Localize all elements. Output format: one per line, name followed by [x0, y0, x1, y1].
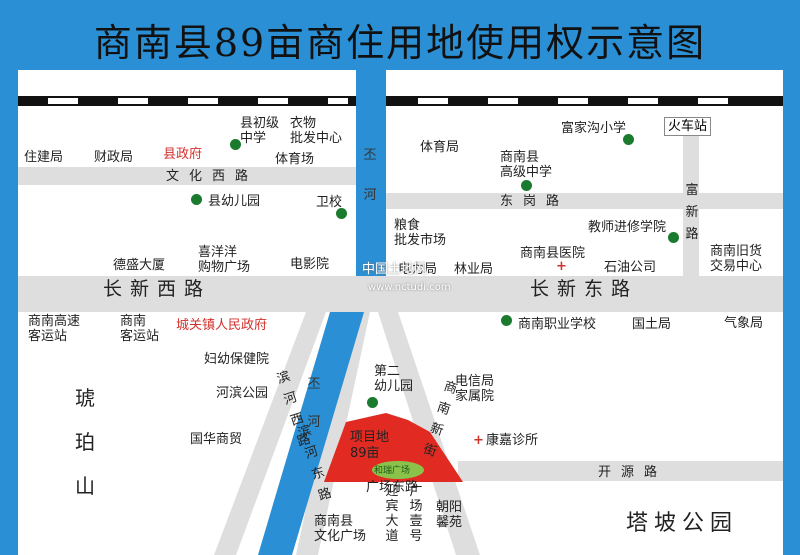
- place-chaoyang: 朝阳 馨苑: [436, 500, 463, 530]
- place-shiyou: 石油公司: [604, 260, 657, 275]
- teacher-college-marker: [668, 232, 679, 243]
- place-guohua: 国华商贸: [190, 432, 243, 447]
- place-hebin: 河滨公园: [216, 386, 269, 401]
- place-dianliju: 电力局: [398, 262, 438, 277]
- road-wenhua-xi: [18, 167, 356, 185]
- project-site: [324, 413, 463, 482]
- clinic-cross-icon: +: [473, 433, 484, 448]
- plaza-label: 和瑞广场: [374, 466, 411, 476]
- school-marker: [230, 139, 241, 150]
- place-caizhengju: 财政局: [94, 150, 134, 165]
- road-donggang: [386, 193, 783, 209]
- river-label-lower: 丕河: [307, 377, 321, 430]
- place-jiuhuo: 商南旧货 交易中心: [710, 244, 763, 274]
- road-label-guangchang-dong: 广场东路: [366, 480, 419, 495]
- health-school-marker: [336, 208, 347, 219]
- place-chengguan: 城关镇人民政府: [176, 318, 268, 333]
- place-youeryuan: 县幼儿园: [208, 194, 261, 209]
- road-binhe-xi: [214, 312, 326, 555]
- road-label-changxin-dong: 长新东路: [530, 278, 639, 300]
- place-wenhua-gc: 商南县 文化广场: [314, 514, 367, 544]
- frame-left: [0, 70, 18, 555]
- place-gaojizhong: 商南县 高级中学: [500, 150, 553, 180]
- frame-right: [783, 70, 800, 555]
- map-title: 商南县89亩商住用地使用权示意图: [93, 21, 707, 65]
- place-jiaoshi: 教师进修学院: [588, 220, 667, 235]
- place-liangshi: 粮食 批发市场: [394, 218, 447, 248]
- kindergarten-marker: [191, 194, 202, 205]
- place-weixiao: 卫校: [316, 195, 343, 210]
- road-label-guangchang-yi: 广场壹号: [409, 484, 423, 544]
- place-dier: 第二 幼儿园: [374, 364, 414, 394]
- road-changxin: [18, 276, 783, 312]
- place-keyunzhan: 商南 客运站: [120, 314, 160, 344]
- place-gaosu: 商南高速 客运站: [28, 314, 81, 344]
- place-tapo: 塔坡公园: [626, 511, 739, 536]
- map-canvas: + + 文化西路 东岗路 长新西路 长新东路 开源路 广场东路 滨河西路 滨河东…: [18, 70, 783, 555]
- place-kangjia: 康嘉诊所: [486, 433, 539, 448]
- place-dianyingyuan: 电影院: [290, 257, 330, 272]
- title-bar: 商南县89亩商住用地使用权示意图: [0, 0, 800, 70]
- place-linyeju: 林业局: [454, 262, 494, 277]
- place-hupo: 琥 珀 山: [75, 386, 95, 498]
- railway: [18, 96, 783, 106]
- railway-ties: [48, 98, 728, 104]
- place-qixiang: 气象局: [724, 316, 764, 331]
- road-label-donggang: 东岗路: [500, 194, 570, 209]
- map-graphics: [18, 70, 783, 555]
- vocational-marker: [501, 315, 512, 326]
- place-guotu: 国土局: [632, 317, 672, 332]
- plaza-shape: [372, 461, 424, 479]
- watermark-name: 中国土地网: [362, 262, 428, 277]
- place-dianxin: 电信局 家属院: [455, 374, 495, 404]
- place-xianzhengfu: 县政府: [163, 147, 203, 162]
- highschool-marker: [521, 180, 532, 191]
- place-tiyuchang: 体育场: [275, 152, 315, 167]
- place-yiyuan: 商南县医院: [520, 246, 586, 261]
- place-yiwu: 衣物 批发中心: [290, 116, 343, 146]
- place-xiyangyang: 喜洋洋 购物广场: [198, 245, 251, 275]
- kindergarten-2-marker: [367, 397, 378, 408]
- place-zhujianju: 住建局: [24, 150, 64, 165]
- place-fujiagou: 富家沟小学: [561, 121, 627, 136]
- place-huochezhan: 火车站: [664, 117, 712, 136]
- road-fuxin: [683, 136, 699, 276]
- road-kaiyuan: [458, 461, 783, 481]
- road-label-kaiyuan: 开源路: [598, 465, 668, 480]
- road-label-wenhua-xi: 文化西路: [166, 169, 259, 184]
- place-tiyuju: 体育局: [420, 140, 460, 155]
- road-label-fuxin: 富新路: [685, 183, 699, 242]
- place-xianchuji: 县初级 中学: [240, 116, 280, 146]
- road-label-yingbin: 迎宾大道: [385, 484, 399, 544]
- project-label: 项目地 89亩: [350, 430, 390, 461]
- watermark-url: www.nctudi.com: [368, 282, 451, 293]
- huochezhan-label: 火车站: [668, 119, 708, 134]
- river-upper: [356, 70, 386, 276]
- place-desheng: 德盛大厦: [113, 258, 166, 273]
- hospital-cross-icon: +: [556, 259, 567, 274]
- river-lower: [258, 312, 364, 555]
- place-fuyou: 妇幼保健院: [204, 352, 270, 367]
- fujiagou-marker: [623, 134, 634, 145]
- river-label-upper: 丕河: [363, 148, 377, 203]
- road-label-changxin-xi: 长新西路: [103, 278, 212, 300]
- road-binhe-dong: [296, 312, 370, 555]
- place-zhiye: 商南职业学校: [518, 317, 597, 332]
